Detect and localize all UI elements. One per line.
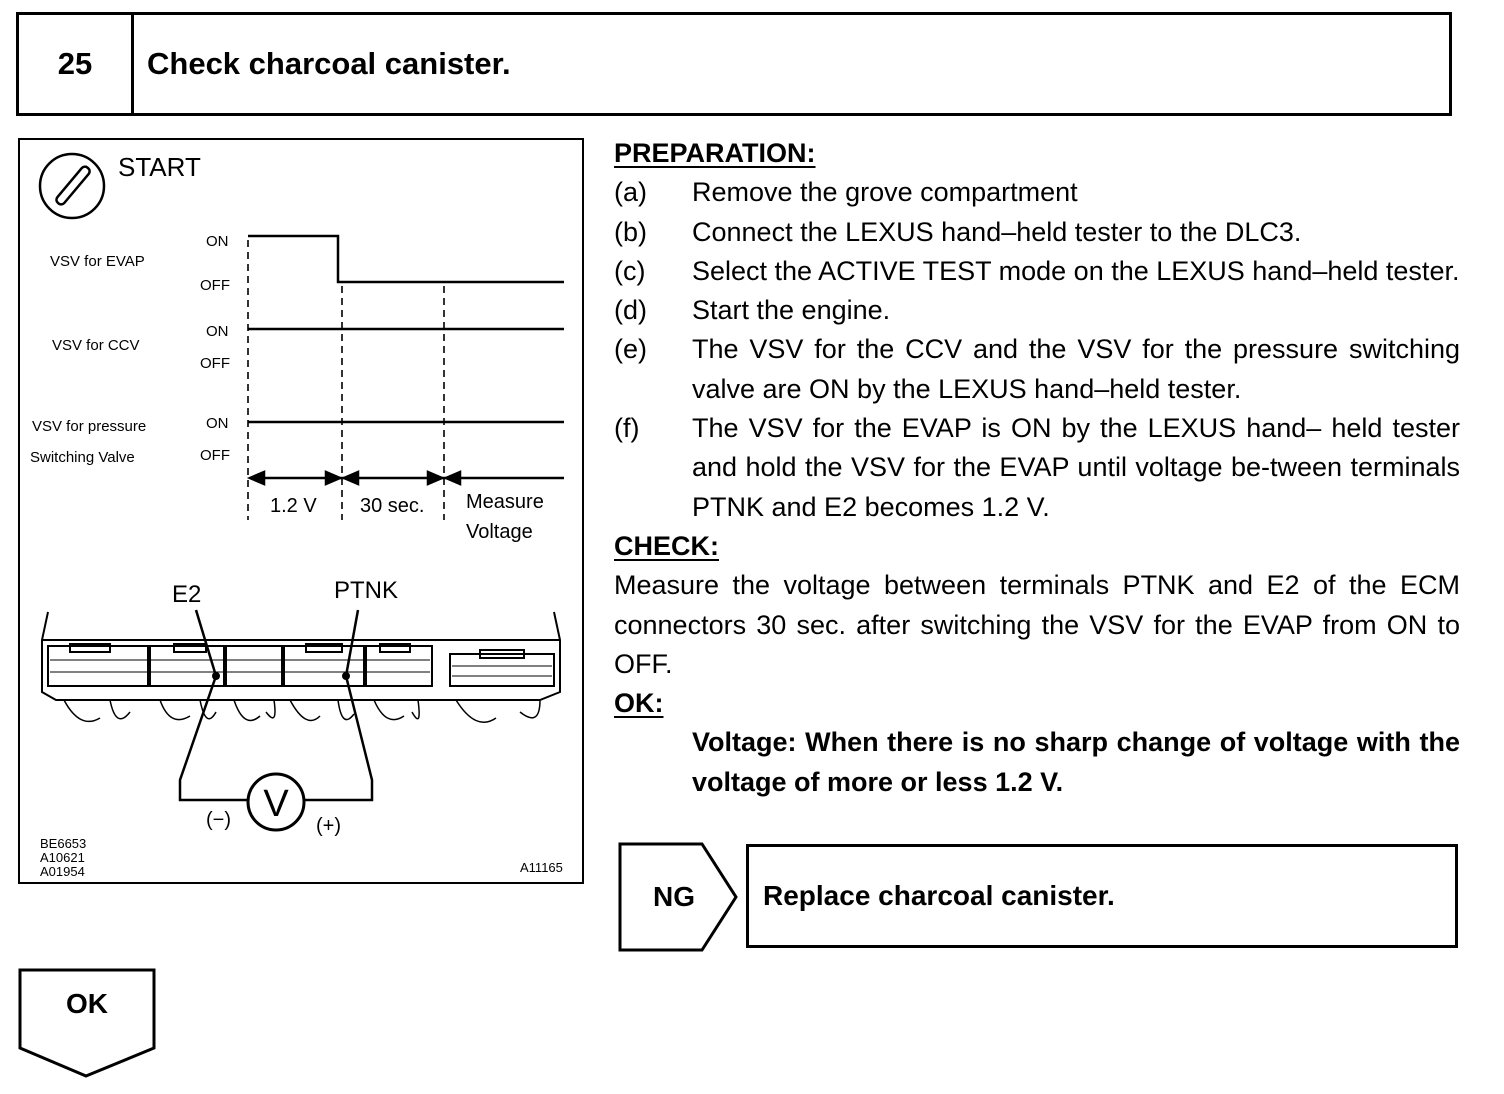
check-text: Measure the voltage between terminals PT… (614, 570, 1460, 679)
ok-branch: OK (18, 968, 158, 1080)
item-text: Select the ACTIVE TEST mode on the LEXUS… (692, 255, 1460, 286)
preparation-item-b: (b) Connect the LEXUS hand–held tester t… (614, 213, 1460, 252)
signal-label-switching-valve: Switching Valve (30, 449, 135, 466)
interval-2-label: 30 sec. (360, 495, 424, 517)
connector-pins (50, 659, 552, 677)
figure-code-2: A10621 (40, 850, 85, 865)
preparation-heading: PREPARATION: (614, 138, 816, 168)
item-text: The VSV for the EVAP is ON by the LEXUS … (692, 413, 1460, 522)
ecm-connector (41, 611, 561, 701)
signal-label-pressure: VSV for pressure (32, 418, 146, 435)
pressure-on-label: ON (206, 415, 229, 432)
timing-diagram-figure: START VSV for EVAP ON OFF VSV for CCV ON… (18, 138, 584, 884)
meter-positive-label: (+) (316, 815, 341, 837)
interval-arrows (246, 470, 564, 486)
preparation-item-c: (c) Select the ACTIVE TEST mode on the L… (614, 252, 1460, 291)
interval-1-label: 1.2 V (270, 495, 317, 517)
evap-on-label: ON (206, 233, 229, 250)
meter-negative-label: (−) (206, 809, 231, 831)
wire-harness (63, 699, 541, 723)
evap-waveform (248, 234, 564, 284)
ng-arrow-shape (618, 842, 738, 952)
ccv-on-label: ON (206, 323, 229, 340)
waveforms (248, 234, 564, 424)
figure-code-1: BE6653 (40, 836, 86, 851)
interval-3-label-line2: Voltage (466, 521, 533, 543)
item-text: The VSV for the CCV and the VSV for the … (692, 334, 1460, 404)
figure-code-right: A11165 (520, 860, 563, 875)
ignition-key-icon (38, 152, 106, 220)
interval-3-label: Measure (466, 491, 544, 513)
start-label: START (118, 152, 201, 182)
ok-heading: OK: (614, 688, 664, 719)
ng-label: NG (653, 881, 695, 912)
ok-spec: Voltage: When there is no sharp change o… (692, 727, 1460, 797)
figure-code-3: A01954 (40, 864, 85, 879)
item-text: Start the engine. (692, 295, 891, 326)
ng-branch: NG Replace charcoal canister. (618, 842, 1460, 952)
ok-label: OK (66, 988, 108, 1019)
item-label: (d) (614, 295, 647, 326)
signal-label-ccv: VSV for CCV (52, 337, 140, 354)
preparation-item-a: (a) Remove the grove compartment (614, 173, 1460, 212)
item-text: Connect the LEXUS hand–held tester to th… (692, 216, 1302, 247)
preparation-item-f: (f) The VSV for the EVAP is ON by the LE… (614, 409, 1460, 527)
item-label: (b) (614, 216, 647, 247)
terminal-ptnk-label: PTNK (334, 577, 398, 604)
ng-action-box: Replace charcoal canister. (746, 844, 1458, 948)
procedure-text: PREPARATION: (a) Remove the grove compar… (614, 134, 1460, 802)
signal-label-evap: VSV for EVAP (50, 253, 145, 270)
item-label: (a) (614, 177, 647, 208)
item-text: Remove the grove compartment (692, 177, 1078, 208)
voltmeter-icon (246, 772, 306, 832)
preparation-item-e: (e) The VSV for the CCV and the VSV for … (614, 330, 1460, 409)
probe-tips (212, 672, 350, 680)
voltmeter-symbol: V (263, 783, 289, 825)
preparation-item-d: (d) Start the engine. (614, 291, 1460, 330)
item-label: (c) (614, 255, 646, 286)
ok-arrow-shape (18, 968, 156, 1078)
step-header: 25 Check charcoal canister. (16, 12, 1452, 116)
step-number: 25 (19, 15, 134, 113)
figure-svg: START VSV for EVAP ON OFF VSV for CCV ON… (30, 152, 564, 879)
item-label: (e) (614, 334, 647, 365)
terminal-e2-label: E2 (172, 581, 201, 608)
evap-off-label: OFF (200, 277, 230, 294)
time-markers (247, 240, 445, 520)
probe-wires (178, 609, 374, 802)
step-title: Check charcoal canister. (147, 46, 511, 81)
item-label: (f) (614, 413, 640, 444)
check-heading: CHECK: (614, 530, 719, 561)
pressure-off-label: OFF (200, 447, 230, 464)
ccv-off-label: OFF (200, 355, 230, 372)
